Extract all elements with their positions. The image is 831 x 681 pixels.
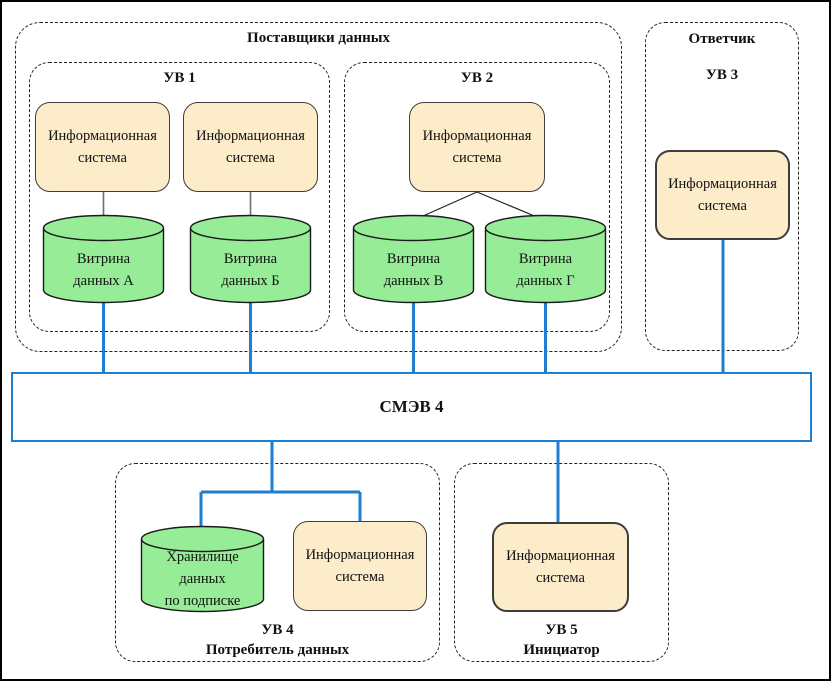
info-system-box-uv5: Информационная система [492,522,629,612]
subscription-storage-cylinder: Хранилище данных по подписке [140,525,265,613]
datamart-label: Витрина данных В [383,251,444,289]
uv1-title: УВ 1 [163,70,196,86]
uv5-caption: УВ 5 Инициатор [523,622,600,658]
datamart-label: Витрина данных Б [221,251,280,289]
datamart-b-cylinder: Витрина данных Б [189,214,312,304]
info-system-box-uv1-b: Информационная система [183,102,318,192]
smev-label: СМЭВ 4 [379,397,444,416]
smev-bus-bar: СМЭВ 4 [11,372,812,442]
info-system-label: Информационная система [48,128,157,166]
suppliers-group-title: Поставщики данных [247,30,390,46]
responder-title: Ответчик [688,31,756,47]
info-system-box-uv2: Информационная система [409,102,545,192]
uv4-caption: УВ 4 Потребитель данных [205,622,350,658]
datamart-v-cylinder: Витрина данных В [352,214,475,304]
info-system-label: Информационная система [506,548,615,586]
info-system-label: Информационная система [422,128,532,166]
datamart-a-cylinder: Витрина данных А [42,214,165,304]
info-system-label: Информационная система [196,128,305,166]
datamart-label: Витрина данных А [73,251,134,289]
info-system-label: Информационная система [305,547,415,585]
uv5-initiator-container [454,463,669,662]
uv3-label: УВ 3 [705,67,739,83]
datamart-label: Витрина данных Г [516,251,575,289]
uv2-title: УВ 2 [460,70,494,86]
info-system-label: Информационная система [668,176,777,214]
info-system-box-uv4: Информационная система [293,521,427,611]
info-system-box-uv3: Информационная система [655,150,790,240]
storage-label: Хранилище данных по подписке [164,549,241,609]
db-cylinder-shape [140,525,265,613]
datamart-g-cylinder: Витрина данных Г [484,214,607,304]
info-system-box-uv1-a: Информационная система [35,102,170,192]
